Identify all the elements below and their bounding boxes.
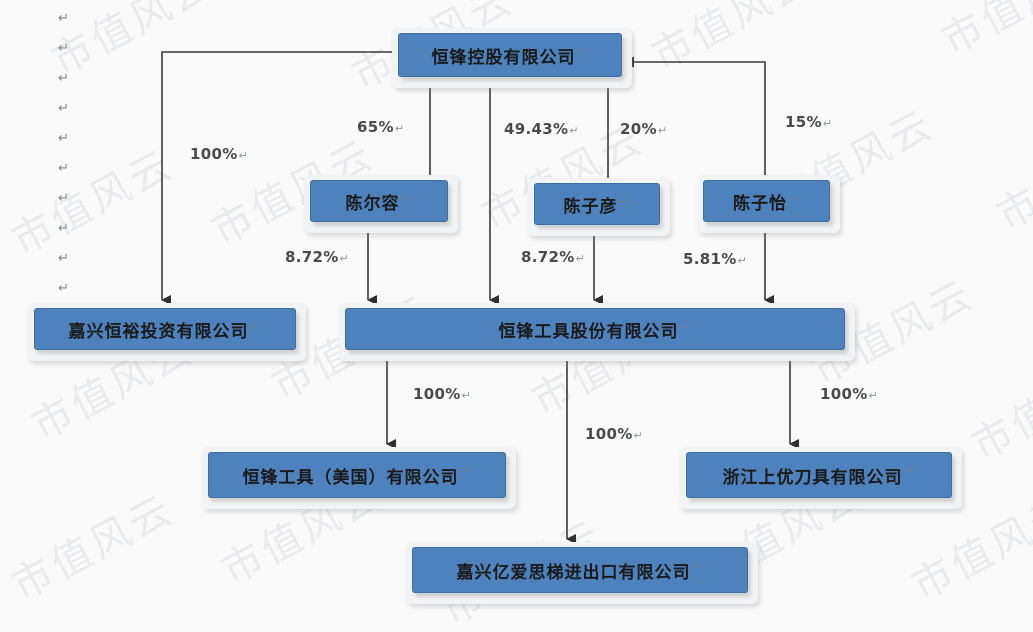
return-mark-icon: ↵ [460, 463, 472, 477]
watermark-text: 市值风云 [964, 346, 1033, 470]
edge-label-chen_ziyan-to-hengfeng_tools: 8.72%↵ [521, 248, 585, 266]
edge-label-hengyu-to-holding: 49.43%↵ [504, 120, 579, 138]
return-mark-icon: ↵ [788, 191, 801, 205]
margin-return-mark-icon: ↵ [58, 251, 69, 266]
return-mark-icon: ↵ [577, 44, 589, 58]
node-label: 浙江上优刀具有限公司 [722, 467, 903, 488]
return-mark-icon: ↵ [394, 122, 405, 135]
node-label: 陈子怡 [732, 193, 787, 214]
node-label: 恒锋控股有限公司 [431, 47, 576, 68]
node-label: 嘉兴亿爱思梯进出口有限公司 [456, 562, 691, 583]
node-chen_ziyan[interactable]: 陈子彦↵ [534, 183, 660, 225]
edge-percent-value: 8.72% [521, 248, 575, 266]
return-mark-icon: ↵ [633, 429, 644, 442]
return-mark-icon: ↵ [680, 319, 692, 333]
return-mark-icon: ↵ [737, 254, 748, 267]
margin-return-mark-icon: ↵ [58, 221, 69, 236]
return-mark-icon: ↵ [575, 252, 586, 265]
node-hengfeng_tools[interactable]: 恒锋工具股份有限公司↵ [345, 308, 845, 350]
return-mark-icon: ↵ [238, 149, 249, 162]
margin-return-mark-icon: ↵ [58, 161, 69, 176]
edge-percent-value: 49.43% [504, 120, 569, 138]
node-label: 陈尔容 [345, 193, 400, 214]
edge-percent-value: 100% [190, 145, 238, 163]
node-chen_errong[interactable]: 陈尔容↵ [310, 180, 448, 222]
edge-label-chen_ziyi-to-holding: 15%↵ [785, 113, 832, 131]
edge-label-hengfeng_tools-to-yiaisiti: 100%↵ [585, 425, 643, 443]
node-label: 嘉兴恒裕投资有限公司 [68, 321, 249, 342]
node-shangyou[interactable]: 浙江上优刀具有限公司↵ [686, 452, 952, 498]
node-chen_ziyi[interactable]: 陈子怡↵ [703, 180, 830, 222]
node-yiaisiti[interactable]: 嘉兴亿爱思梯进出口有限公司↵ [412, 547, 748, 593]
margin-return-mark-icon: ↵ [58, 281, 69, 296]
return-mark-icon: ↵ [339, 252, 350, 265]
return-mark-icon: ↵ [822, 117, 833, 130]
return-mark-icon: ↵ [461, 389, 472, 402]
watermark-text: 市值风云 [934, 0, 1033, 65]
edge-percent-value: 100% [413, 385, 461, 403]
node-label: 陈子彦 [563, 196, 618, 217]
node-hengyu[interactable]: 嘉兴恒裕投资有限公司↵ [34, 308, 296, 350]
edge-label-chen_ziyi-to-hengfeng_tools: 5.81%↵ [683, 250, 747, 268]
edge-percent-value: 100% [585, 425, 633, 443]
edge-label-chen_errong-to-hengfeng_tools: 8.72%↵ [285, 248, 349, 266]
edge-label-chen_ziyan-to-holding: 20%↵ [620, 120, 667, 138]
edge-percent-value: 5.81% [683, 250, 737, 268]
return-mark-icon: ↵ [868, 389, 879, 402]
watermark-text: 市值风云 [989, 116, 1033, 240]
edge-percent-value: 15% [785, 113, 822, 131]
margin-return-mark-icon: ↵ [58, 131, 69, 146]
edge-percent-value: 65% [357, 118, 394, 136]
margin-return-mark-icon: ↵ [58, 11, 69, 26]
margin-return-mark-icon: ↵ [58, 101, 69, 116]
margin-return-mark-icon: ↵ [58, 41, 69, 56]
edge-label-hengfeng_tools-to-shangyou: 100%↵ [820, 385, 878, 403]
watermark-text: 市值风云 [4, 486, 182, 610]
edge-label-hengfeng_tools-to-usa: 100%↵ [413, 385, 471, 403]
edge-label-holding-to-hengyu: 100%↵ [190, 145, 248, 163]
return-mark-icon: ↵ [569, 124, 579, 137]
edge-percent-value: 20% [620, 120, 657, 138]
edge-label-chen_errong-to-holding: 65%↵ [357, 118, 404, 136]
return-mark-icon: ↵ [619, 194, 631, 208]
watermark-text: 市值风云 [4, 141, 182, 265]
edge-percent-value: 100% [820, 385, 868, 403]
node-usa[interactable]: 恒锋工具（美国）有限公司↵ [208, 452, 506, 498]
return-mark-icon: ↵ [904, 463, 916, 477]
return-mark-icon: ↵ [250, 319, 262, 333]
return-mark-icon: ↵ [657, 124, 668, 137]
margin-return-mark-icon: ↵ [58, 191, 69, 206]
margin-return-mark-icon: ↵ [58, 71, 69, 86]
node-label: 恒锋工具（美国）有限公司 [242, 467, 459, 488]
watermark-text: 市值风云 [644, 0, 822, 80]
node-holding[interactable]: 恒锋控股有限公司↵ [398, 33, 622, 77]
return-mark-icon: ↵ [401, 191, 413, 205]
node-label: 恒锋工具股份有限公司 [498, 321, 679, 342]
edge-percent-value: 8.72% [285, 248, 339, 266]
return-mark-icon: ↵ [692, 558, 704, 572]
